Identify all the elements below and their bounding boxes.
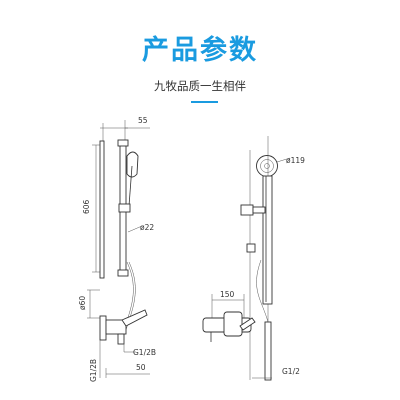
slider-arm bbox=[252, 206, 266, 214]
mixer-lever bbox=[121, 309, 148, 327]
title-divider bbox=[191, 101, 218, 103]
mixer-cartridge bbox=[223, 311, 243, 337]
dim-label-mixer-dia: ø60 bbox=[78, 296, 87, 310]
side-view-drawing: 55 606 ø22 ø60 bbox=[78, 116, 156, 382]
slide-rail-front bbox=[262, 175, 273, 305]
dim-label-thread-hose: G1/2 bbox=[282, 367, 300, 376]
slider-holder bbox=[118, 203, 131, 213]
dim-label-head-dia: ø119 bbox=[286, 156, 305, 165]
slider-holder-front bbox=[240, 204, 254, 216]
shower-head-center bbox=[264, 163, 270, 169]
mixer-wall-flange bbox=[99, 315, 107, 341]
dim-label-thread-bottom: G1/2B bbox=[89, 359, 98, 382]
page-title: 产品参数 bbox=[142, 35, 258, 66]
rail-bottom-bracket bbox=[117, 269, 129, 277]
hose-connector bbox=[264, 321, 272, 381]
mixer-outlet bbox=[117, 333, 125, 345]
mixer-lever-front bbox=[239, 317, 256, 331]
shower-hose-front bbox=[256, 259, 269, 323]
dim-leader bbox=[276, 157, 291, 163]
hand-shower-handle bbox=[128, 165, 133, 207]
rail-clip bbox=[246, 243, 256, 253]
dim-label-150: 150 bbox=[220, 290, 235, 299]
mixer-body bbox=[105, 319, 127, 335]
front-view-drawing: ø119 150 G1/2 bbox=[202, 136, 305, 381]
dim-label-thread-side: G1/2B bbox=[133, 348, 156, 357]
shower-head-face bbox=[260, 159, 274, 173]
shower-head bbox=[256, 155, 278, 177]
rail-top-bracket bbox=[117, 139, 129, 147]
dim-label-55: 55 bbox=[138, 116, 148, 125]
page-subtitle: 九牧品质一生相伴 bbox=[154, 79, 246, 93]
dim-label-50: 50 bbox=[136, 363, 146, 372]
wall-plate bbox=[99, 140, 105, 279]
dim-leader bbox=[127, 225, 143, 233]
dim-label-rail-dia: ø22 bbox=[140, 223, 154, 232]
dim-label-606: 606 bbox=[82, 199, 91, 214]
hand-shower-head bbox=[126, 151, 139, 178]
